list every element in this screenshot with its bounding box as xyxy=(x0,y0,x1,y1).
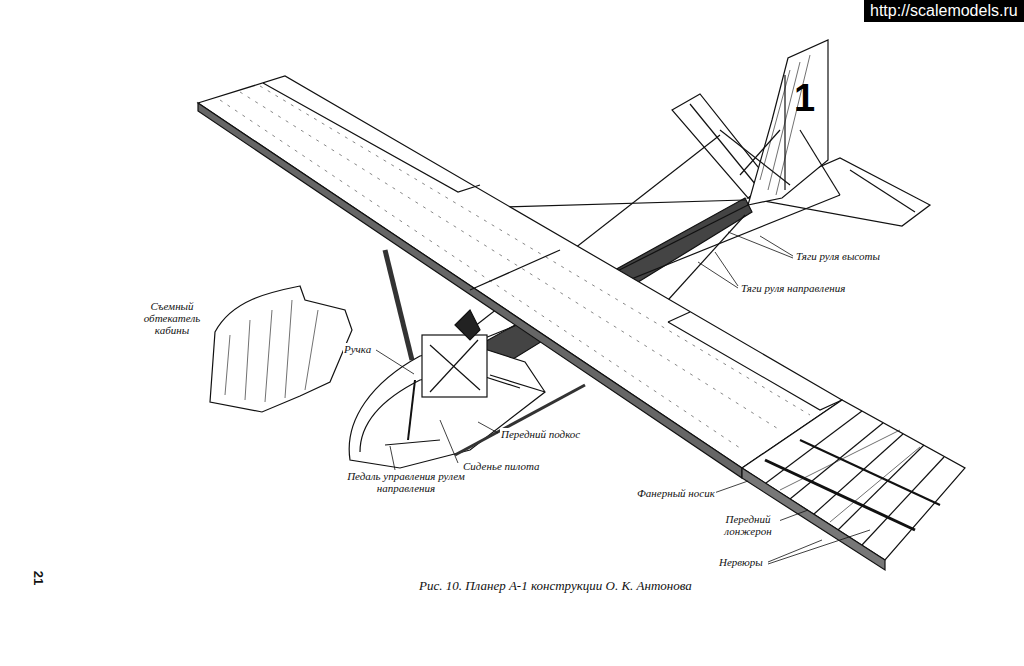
watermark: http://scalemodels.ru xyxy=(864,0,1024,22)
seat xyxy=(422,335,487,397)
part-label: Педаль управления рулем направления xyxy=(345,470,467,494)
part-label: Ручка xyxy=(343,343,372,355)
part-label: Тяги руля направления xyxy=(740,282,846,294)
wing xyxy=(198,76,842,468)
part-label: Сиденье пилота xyxy=(462,460,541,472)
part-label: Фанерный носик xyxy=(636,487,716,499)
wing-leading-edge xyxy=(198,103,742,478)
fin xyxy=(748,40,828,205)
part-label: Нервюры xyxy=(718,556,764,568)
cockpit-fairing xyxy=(210,286,352,412)
tail-number: 1 xyxy=(793,78,816,118)
page-number: 21 xyxy=(32,570,44,586)
part-label: Съемный обтекатель кабины xyxy=(132,300,212,336)
part-label: Тяги руля высоты xyxy=(795,250,881,262)
figure-caption: Рис. 10. Планер А-1 конструкции О. К. Ан… xyxy=(418,578,693,593)
part-label: Передний подкос xyxy=(500,428,581,440)
part-label: Передний лонжерон xyxy=(716,513,780,537)
